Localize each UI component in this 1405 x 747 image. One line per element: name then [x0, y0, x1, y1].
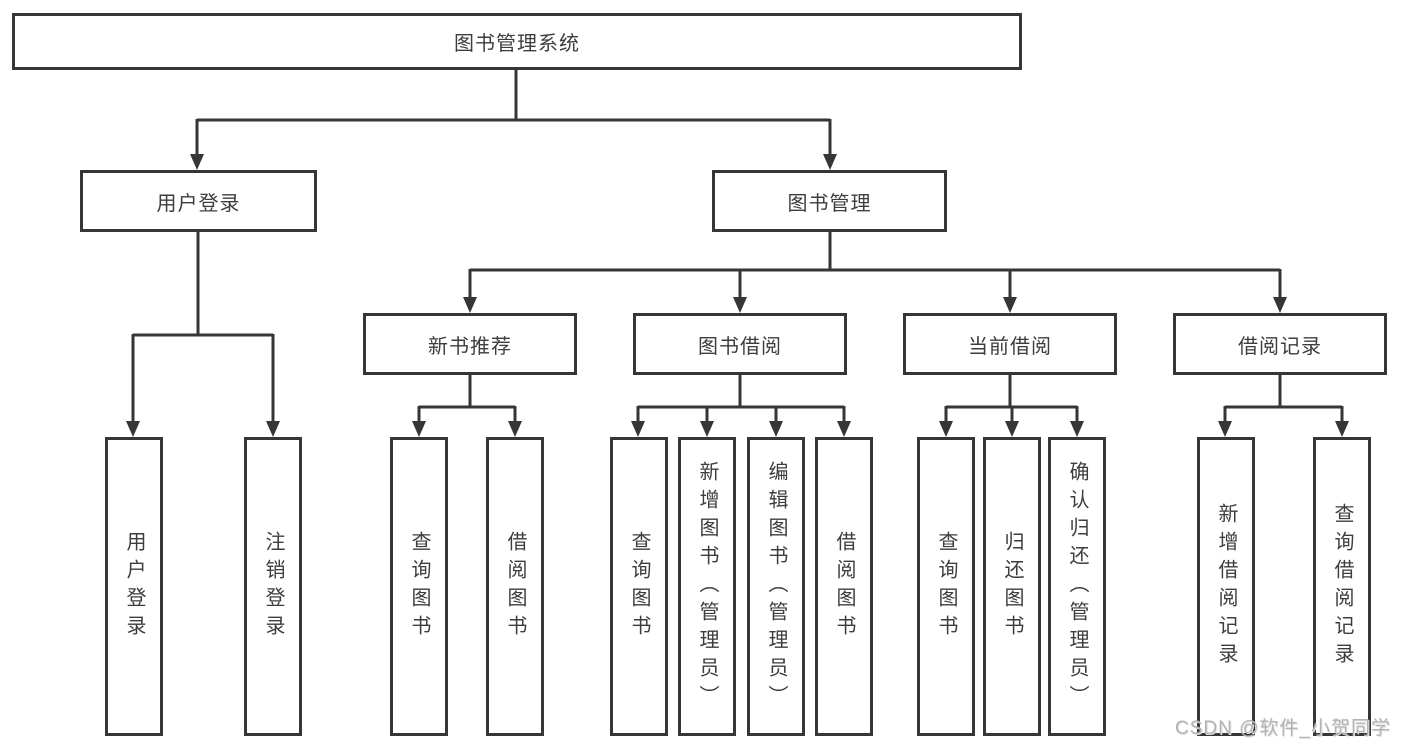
- node-book-borrowing: 图书借阅: [633, 313, 847, 375]
- node-label: 借阅记录: [1238, 335, 1322, 358]
- leaf-user-login: 用户登录: [105, 437, 163, 736]
- leaf-label: 新增借阅记录: [1215, 502, 1237, 671]
- leaf-borrow-books: 借阅图书: [486, 437, 544, 736]
- leaf-label: 借阅图书: [504, 530, 526, 643]
- node-label: 图书管理系统: [454, 33, 580, 55]
- leaf-edit-books-admin: 编辑图书（管理员）: [747, 437, 805, 736]
- node-label: 新书推荐: [428, 335, 512, 358]
- leaf-confirm-return-admin: 确认归还（管理员）: [1048, 437, 1106, 736]
- leaf-query-books: 查询图书: [390, 437, 448, 736]
- node-label: 图书借阅: [698, 335, 782, 358]
- leaf-label: 确认归还（管理员）: [1066, 460, 1088, 713]
- node-label: 用户登录: [156, 192, 241, 215]
- node-label: 当前借阅: [968, 335, 1052, 358]
- leaf-label: 查询借阅记录: [1331, 502, 1353, 671]
- connector-current-split: [939, 375, 1084, 437]
- leaf-return-books: 归还图书: [983, 437, 1041, 736]
- connector-recommend-split: [412, 375, 522, 437]
- leaf-logout: 注销登录: [244, 437, 302, 736]
- leaf-label: 查询图书: [935, 530, 957, 643]
- leaf-label: 查询图书: [408, 530, 430, 643]
- leaf-borrow-books: 借阅图书: [815, 437, 873, 736]
- node-new-book-recommend: 新书推荐: [363, 313, 577, 375]
- leaf-label: 用户登录: [123, 530, 145, 643]
- leaf-add-books-admin: 新增图书（管理员）: [678, 437, 736, 736]
- leaf-label: 查询图书: [628, 530, 650, 643]
- connector-borrowing-split: [631, 375, 851, 437]
- leaf-label: 归还图书: [1001, 530, 1023, 643]
- leaf-query-books: 查询图书: [917, 437, 975, 736]
- leaf-label: 注销登录: [262, 530, 284, 643]
- csdn-watermark: CSDN @软件_小贺同学: [1175, 718, 1391, 739]
- node-user-login: 用户登录: [80, 170, 317, 232]
- leaf-label: 新增图书（管理员）: [696, 460, 718, 713]
- connector-login-split: [126, 232, 280, 437]
- leaf-label: 编辑图书（管理员）: [765, 460, 787, 713]
- leaf-label: 借阅图书: [833, 530, 855, 643]
- leaf-add-borrow-record: 新增借阅记录: [1197, 437, 1255, 736]
- node-current-borrowing: 当前借阅: [903, 313, 1117, 375]
- connector-root-split: [190, 70, 837, 170]
- leaf-query-books: 查询图书: [610, 437, 668, 736]
- connector-management-split: [463, 232, 1287, 313]
- node-library-management-system: 图书管理系统: [12, 13, 1022, 70]
- node-label: 图书管理: [787, 192, 872, 215]
- leaf-query-borrow-record: 查询借阅记录: [1313, 437, 1371, 736]
- connector-records-split: [1218, 375, 1349, 437]
- node-borrowing-records: 借阅记录: [1173, 313, 1387, 375]
- node-book-management: 图书管理: [712, 170, 947, 232]
